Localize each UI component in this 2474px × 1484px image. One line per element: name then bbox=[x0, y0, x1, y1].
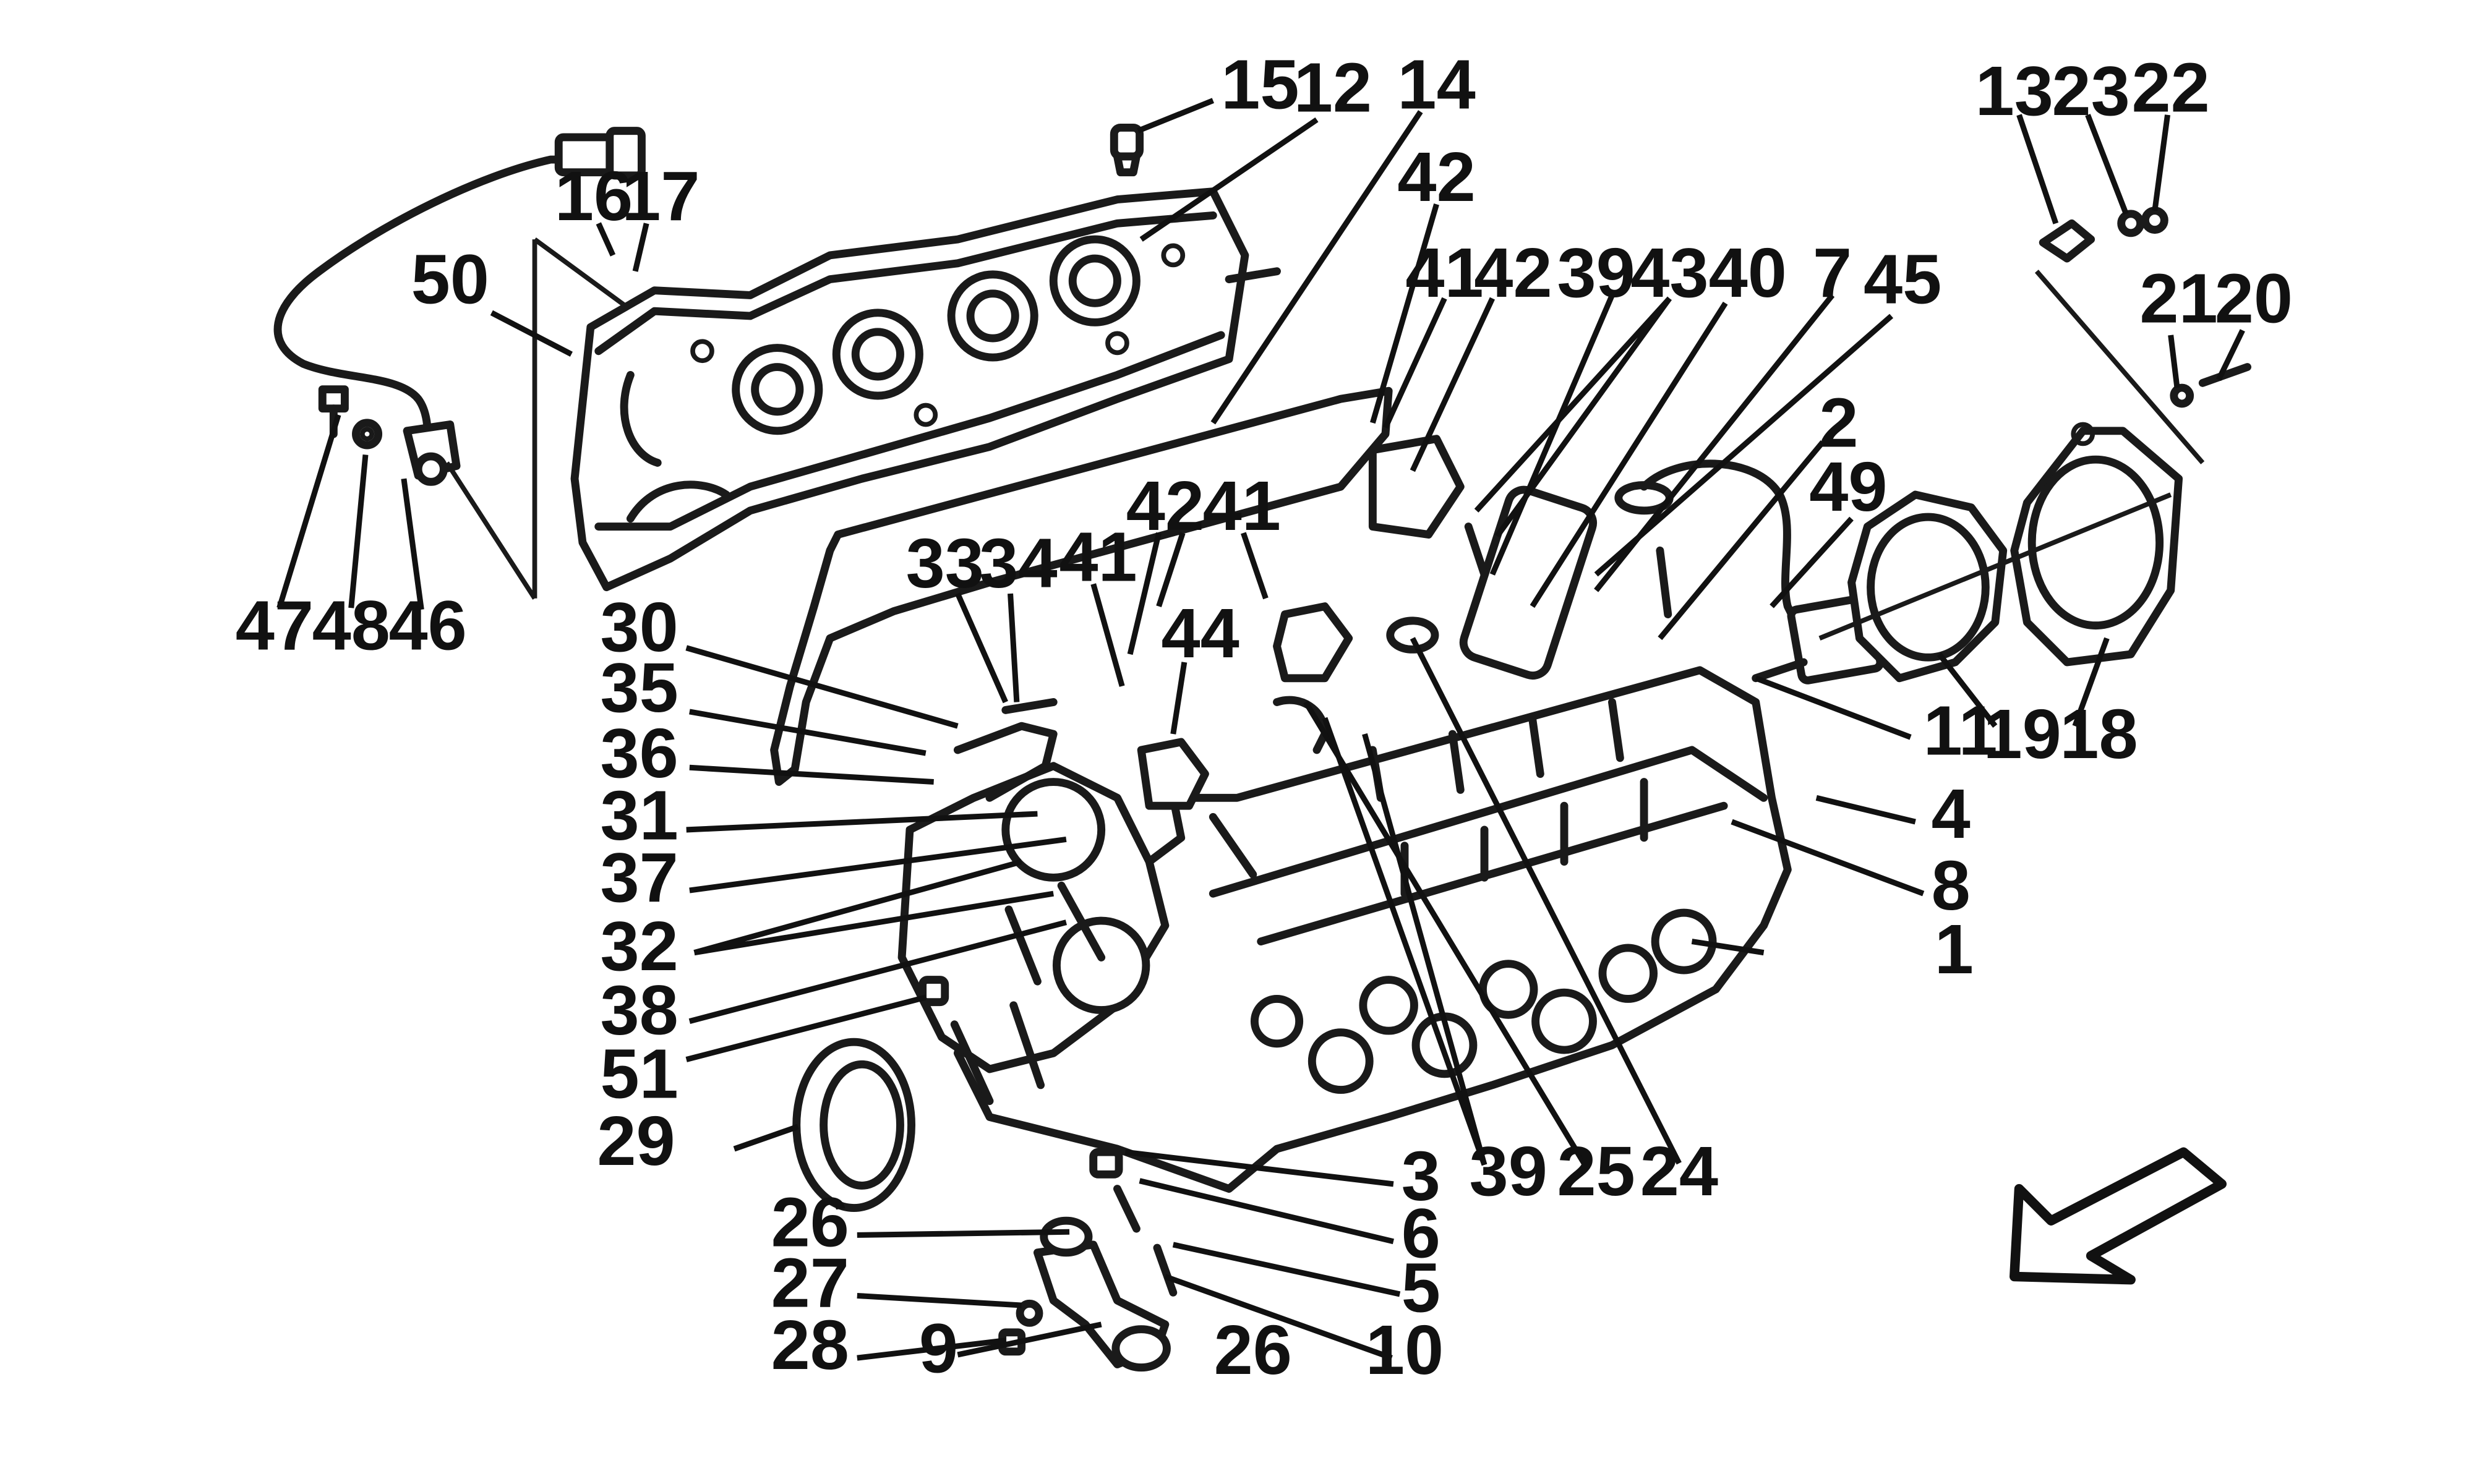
callout-43: 43 bbox=[1630, 234, 1708, 312]
oil-seal bbox=[792, 1038, 915, 1212]
callout-29: 29 bbox=[597, 1102, 675, 1180]
camshaft-caps bbox=[1137, 435, 1808, 810]
callout-19: 19 bbox=[1984, 695, 2061, 774]
callout-4: 4 bbox=[1932, 775, 1971, 853]
camshaft-sensor-assembly bbox=[273, 127, 646, 486]
callout-32: 32 bbox=[600, 907, 678, 986]
callout-34: 34 bbox=[979, 524, 1057, 603]
callout-42c: 42 bbox=[1126, 467, 1204, 545]
callout-51: 51 bbox=[600, 1034, 678, 1113]
callout-33: 33 bbox=[906, 524, 984, 603]
cam-seal-and-housing bbox=[897, 698, 1170, 1073]
callout-49: 49 bbox=[1809, 448, 1887, 526]
callout-30: 30 bbox=[600, 588, 678, 667]
callout-40: 40 bbox=[1709, 234, 1787, 312]
callout-18: 18 bbox=[2060, 695, 2138, 774]
callout-14: 14 bbox=[1397, 45, 1475, 124]
exhaust-gaskets bbox=[1818, 422, 2183, 683]
callout-21: 21 bbox=[2139, 259, 2217, 338]
leader-lines bbox=[276, 98, 2245, 1361]
callout-39b: 39 bbox=[1557, 234, 1635, 312]
callout-20: 20 bbox=[2215, 259, 2293, 338]
callout-25: 25 bbox=[1557, 1132, 1635, 1211]
callout-42a: 42 bbox=[1397, 138, 1475, 216]
callout-12: 12 bbox=[1294, 49, 1372, 127]
head-studs bbox=[918, 812, 1257, 1297]
callout-26a: 26 bbox=[771, 1183, 849, 1261]
valve-cover-gasket bbox=[770, 386, 1393, 786]
parts-illustration bbox=[273, 123, 2251, 1372]
callout-37: 37 bbox=[600, 838, 678, 917]
direction-arrow bbox=[2010, 1147, 2227, 1285]
callout-44: 44 bbox=[1161, 594, 1239, 673]
coolant-outlet bbox=[998, 1216, 1171, 1372]
callout-35: 35 bbox=[600, 649, 678, 727]
callout-10: 10 bbox=[1366, 1311, 1444, 1389]
callout-31: 31 bbox=[600, 776, 678, 855]
callout-45: 45 bbox=[1864, 240, 1941, 318]
callout-46: 46 bbox=[388, 586, 466, 665]
callout-6: 6 bbox=[1402, 1195, 1440, 1273]
callout-28: 28 bbox=[771, 1306, 849, 1384]
callout-41b: 41 bbox=[1203, 467, 1281, 545]
callout-3: 3 bbox=[1402, 1137, 1440, 1216]
callout-15: 15 bbox=[1221, 45, 1299, 124]
callout-23: 23 bbox=[2052, 52, 2129, 130]
valve-cover bbox=[570, 123, 1281, 592]
callout-8: 8 bbox=[1932, 846, 1971, 925]
callout-39a: 39 bbox=[1470, 1132, 1547, 1211]
callout-11: 11 bbox=[1924, 692, 1998, 770]
callout-41a: 41 bbox=[1405, 234, 1483, 312]
callout-9: 9 bbox=[919, 1309, 958, 1388]
callout-50: 50 bbox=[411, 240, 489, 318]
callout-42b: 42 bbox=[1474, 234, 1552, 312]
callout-13: 13 bbox=[1975, 52, 2053, 130]
callout-47: 47 bbox=[236, 586, 314, 665]
callout-2: 2 bbox=[1819, 384, 1858, 463]
callout-17: 17 bbox=[622, 157, 700, 236]
callout-36: 36 bbox=[600, 714, 678, 793]
callout-41c: 41 bbox=[1059, 518, 1137, 596]
callout-1: 1 bbox=[1935, 910, 1974, 989]
callout-48: 48 bbox=[312, 586, 390, 665]
callout-16: 16 bbox=[555, 157, 633, 236]
bracket-and-fasteners bbox=[2034, 207, 2251, 464]
callout-24: 24 bbox=[1640, 1132, 1718, 1211]
callout-labels: 1 2 3 4 5 6 7 8 9 10 11 12 13 14 15 16 1… bbox=[236, 45, 2293, 1389]
callout-26b: 26 bbox=[1214, 1311, 1292, 1389]
callout-5: 5 bbox=[1402, 1248, 1440, 1327]
callout-7: 7 bbox=[1813, 234, 1852, 312]
callout-27: 27 bbox=[771, 1244, 849, 1323]
callout-38: 38 bbox=[600, 971, 678, 1049]
callout-22: 22 bbox=[2132, 49, 2210, 127]
